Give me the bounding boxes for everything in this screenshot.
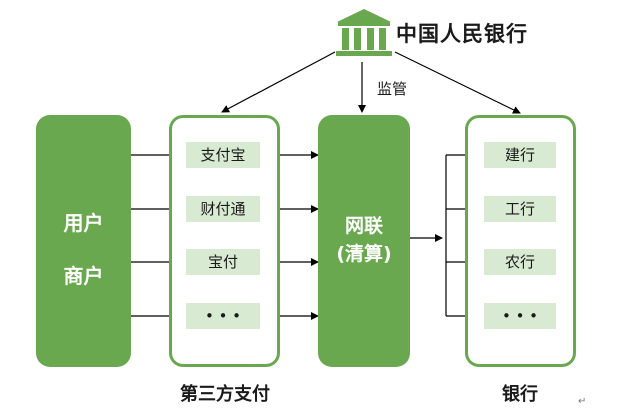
user-label: 用户	[63, 211, 104, 235]
bank-building-icon	[336, 9, 392, 56]
netunion-clearing-box: 网联 (清算)	[318, 115, 410, 367]
clearing-label: (清算)	[336, 243, 392, 265]
return-mark: ↵	[578, 396, 587, 407]
bank-item: 农行	[484, 249, 556, 275]
third-party-payment-label: 第三方支付	[180, 384, 270, 405]
banks-label: 银行	[502, 384, 538, 405]
third-party-item: • • •	[186, 303, 260, 329]
netunion-label: 网联	[344, 215, 383, 237]
pboc-label: 中国人民银行	[396, 22, 528, 46]
bank-item: 建行	[484, 142, 556, 168]
arrow-pboc-to-third-party	[221, 51, 336, 113]
bank-item: • • •	[484, 303, 556, 329]
third-party-item: 财付通	[186, 196, 260, 222]
supervise-label: 监管	[377, 80, 408, 98]
arrow-pboc-to-banks	[394, 51, 521, 114]
bank-item: 工行	[484, 196, 556, 222]
user-merchant-box: 用户 商户	[36, 115, 131, 367]
third-party-item: 宝付	[186, 249, 260, 275]
third-party-item: 支付宝	[186, 142, 260, 168]
merchant-label: 商户	[63, 264, 104, 288]
